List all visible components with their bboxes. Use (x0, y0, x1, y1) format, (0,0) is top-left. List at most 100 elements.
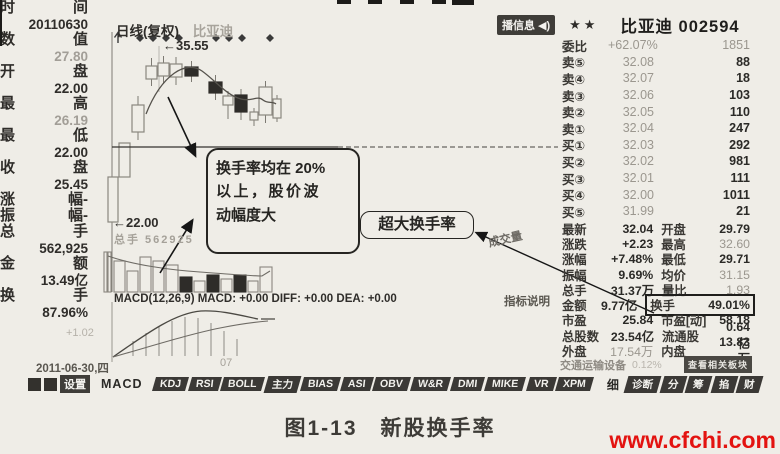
stat-value-1: 17.54万 (610, 345, 654, 360)
row-char-1: 时 (0, 0, 16, 16)
stat-value-2: 32.60 (719, 236, 750, 251)
level-price: 32.03 (622, 137, 654, 152)
order-book-row[interactable]: 买④ 32.00 1011 (562, 186, 750, 204)
level-label: 买⑤ (562, 205, 586, 220)
level-volume: 88 (736, 54, 750, 69)
scan-artifact (337, 0, 351, 4)
stat-row: 市盈 25.84 市盈[动] 58.18 (562, 313, 750, 328)
stat-value-1: +7.48% (611, 252, 654, 267)
broadcast-badge[interactable]: 播信息 ◀) (497, 15, 556, 35)
level-volume: 18 (736, 71, 750, 86)
annotation-arrow-3 (474, 231, 655, 314)
row-char-1: 数 (0, 31, 16, 48)
macd-diff-curve (112, 310, 275, 358)
scan-artifact (432, 0, 446, 4)
level-price: 32.02 (622, 154, 654, 169)
bottom-tab[interactable]: 分 (659, 375, 687, 393)
order-book-row[interactable]: 卖② 32.05 110 (562, 103, 750, 121)
stat-value-2: 31.15 (719, 267, 750, 282)
stat-label-2: 最高 (661, 237, 686, 252)
macd-params: MACD(12,26,9) MACD: +0.00 DIFF: +0.00 DE… (114, 293, 397, 305)
indicator-help-link[interactable]: 指标说明 (504, 296, 550, 308)
stat-row: 涨幅 +7.48% 最低 29.71 (562, 252, 750, 267)
level-volume: 110 (729, 104, 750, 119)
order-book-row[interactable]: 买⑤ 31.99 21 (562, 203, 750, 220)
level-volume: 981 (729, 154, 750, 169)
row-value: 87.96% (42, 305, 88, 320)
left-data-row: 涨 幅- (0, 192, 88, 208)
stat-value-2: 0.64亿 (726, 319, 750, 351)
level-price: 32.07 (622, 71, 654, 86)
bottom-tab[interactable]: 主力 (263, 375, 302, 393)
bottom-tab[interactable]: 设置 (60, 375, 90, 393)
x-axis-label: 07 (220, 357, 233, 369)
bottom-tab[interactable]: MACD (101, 377, 143, 391)
bottom-tab[interactable]: 诊断 (623, 375, 662, 393)
chart-period-title: 日线(复权) 比亚迪 (116, 20, 233, 40)
order-book-row[interactable]: 卖⑤ 32.08 88 (562, 54, 750, 71)
bottom-tab[interactable]: KDJ (151, 377, 189, 391)
level-price: 32.00 (622, 187, 654, 202)
level-label: 买② (562, 155, 586, 170)
order-book-row[interactable]: 委比 +62.07% 1851 (562, 37, 750, 54)
order-book-row[interactable]: 卖③ 32.06 103 (562, 87, 750, 104)
row-char-1: 收 (0, 159, 16, 176)
stat-label-2: 流通股 (662, 329, 699, 344)
bottom-tab[interactable]: RSI (187, 377, 222, 391)
volume-watermark: 总手 562925 (114, 234, 194, 246)
bottom-tab[interactable]: ASI (339, 377, 374, 391)
stat-pair: 最高 32.60 (661, 235, 750, 253)
bottom-tab[interactable]: W&R (409, 377, 452, 391)
related-sector-badge[interactable]: 查看相关板块 (683, 356, 752, 373)
bottom-tab[interactable]: 细 (607, 376, 619, 393)
left-data-row: 振 幅- (0, 208, 88, 224)
row-value: 562,925 (39, 241, 88, 256)
stat-pair: 内盘 13.83万 (661, 335, 750, 367)
order-book-row[interactable]: 卖① 32.04 247 (562, 120, 750, 137)
stat-label-2: 内盘 (661, 345, 686, 360)
bottom-tab-label: DMI (457, 378, 478, 390)
order-book-row[interactable]: 买① 32.03 292 (562, 137, 750, 154)
row-value: 27.80 (54, 49, 88, 64)
bottom-tab[interactable]: DMI (450, 377, 486, 391)
stat-value-2: 49.01% (708, 298, 750, 313)
stat-value-1: 31.37万 (610, 283, 654, 298)
bottom-tab[interactable]: XPM (555, 377, 594, 391)
bottom-tab[interactable] (44, 377, 57, 391)
row-char-2: 幅 (67, 191, 83, 208)
site-watermark[interactable]: www.cfchi.com (609, 427, 776, 453)
scan-artifact (0, 0, 2, 46)
bottom-tab-label: 财 (743, 378, 756, 391)
level-label: 买④ (562, 189, 586, 204)
order-book-row[interactable]: 买③ 32.01 111 (562, 170, 750, 187)
bottom-tab[interactable]: 掐 (710, 375, 738, 393)
row-char-1: 最 (0, 95, 16, 112)
bottom-tab[interactable] (28, 377, 41, 391)
stat-value-1: 9.77亿 (601, 299, 638, 314)
bottom-tab-label: VR (532, 378, 549, 390)
order-book-row[interactable]: 卖④ 32.07 18 (562, 70, 750, 87)
order-book-row[interactable]: 买② 32.02 981 (562, 153, 750, 170)
stat-label-1: 总手 (562, 283, 587, 298)
level-label: 卖④ (562, 72, 586, 87)
bottom-tab[interactable]: 筹 (685, 375, 713, 393)
quote-stats: 最新 32.04 开盘 29.79 涨跌 +2.23 最高 32.60 涨幅 +… (560, 221, 755, 366)
annotation-arrow-2 (159, 218, 194, 274)
stat-row: 总股数 23.54亿 流通股 0.64亿 (562, 320, 750, 351)
bottom-tab[interactable]: MIKE (484, 377, 527, 391)
bottom-tab[interactable]: BIAS (299, 377, 341, 391)
row-char-2: 盘 (72, 63, 88, 80)
annotation-arrow-1 (167, 96, 197, 158)
bottom-tab-label: MIKE (491, 378, 520, 390)
row-value: 13.49亿 (40, 273, 88, 288)
bottom-tab[interactable]: OBV (372, 377, 411, 391)
stat-label-2: 市盈[动] (661, 314, 707, 329)
bottom-tab[interactable]: BOLL (220, 377, 265, 391)
row-char-2: 盘 (72, 159, 88, 176)
bottom-tab[interactable]: VR (525, 377, 557, 391)
industry-name[interactable]: 交通运输设备 (560, 359, 626, 372)
stat-value-2: 1.93 (726, 282, 750, 297)
stat-value-1: 23.54亿 (610, 329, 654, 344)
